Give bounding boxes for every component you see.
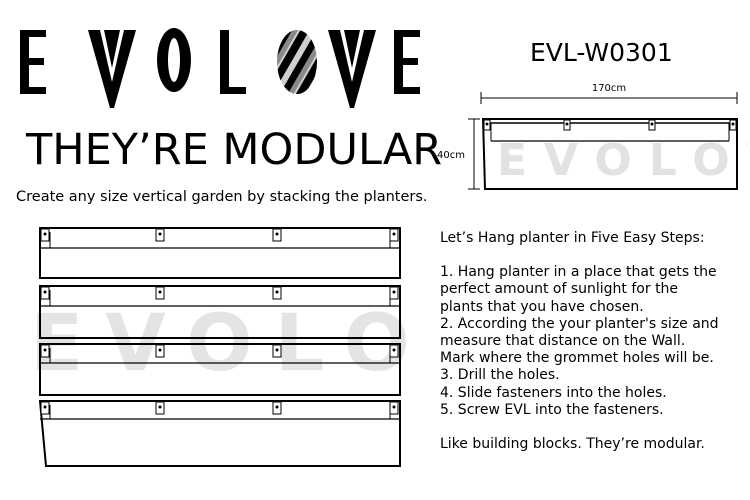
planter-front-view: EVOLOVE	[481, 118, 747, 190]
logo-letter-e2	[394, 30, 420, 94]
logo-letter-e	[20, 30, 46, 94]
width-label: 170cm	[592, 83, 626, 94]
step-1-line-3: plants that you have chosen.	[440, 298, 644, 315]
closing-line: Like building blocks. They’re modular.	[440, 436, 705, 453]
step-3: 3. Drill the holes.	[440, 367, 560, 384]
step-2-line-3: Mark where the grommet holes will be.	[440, 350, 714, 367]
step-1-line-2: perfect amount of sunlight for the	[440, 281, 679, 298]
evolove-logo	[20, 28, 420, 108]
step-2-line-2: measure that distance on the Wall.	[440, 333, 686, 350]
step-1-line-1: 1. Hang planter in a place that gets the	[440, 264, 717, 281]
striped-heart-icon	[277, 30, 317, 94]
dimension-drawing: 170cm 40cm EVOLOVE	[437, 83, 747, 190]
logo-letter-v2	[328, 30, 376, 108]
logo-letter-v	[88, 30, 136, 108]
instructions: Let’s Hang planter in Five Easy Steps: 1…	[440, 230, 745, 453]
headline: THEY’RE MODULAR	[26, 125, 443, 175]
step-5: 5. Screw EVL into the fasteners.	[440, 401, 664, 418]
logo-letter-l	[220, 30, 246, 94]
logo-letter-o	[157, 28, 191, 92]
planter-module-4	[38, 400, 401, 467]
planter-module-1	[39, 227, 401, 279]
stacked-planters-drawing: EVOLOVE	[30, 227, 410, 467]
svg-text:EVOLOVE: EVOLOVE	[497, 135, 747, 186]
height-label: 40cm	[437, 150, 465, 161]
instructions-title: Let’s Hang planter in Five Easy Steps:	[440, 230, 705, 246]
step-4: 4. Slide fasteners into the holes.	[440, 384, 667, 401]
model-code: EVL-W0301	[530, 38, 673, 67]
tagline: Create any size vertical garden by stack…	[16, 189, 428, 205]
step-2-line-1: 2. According the your planter's size and	[440, 315, 719, 332]
